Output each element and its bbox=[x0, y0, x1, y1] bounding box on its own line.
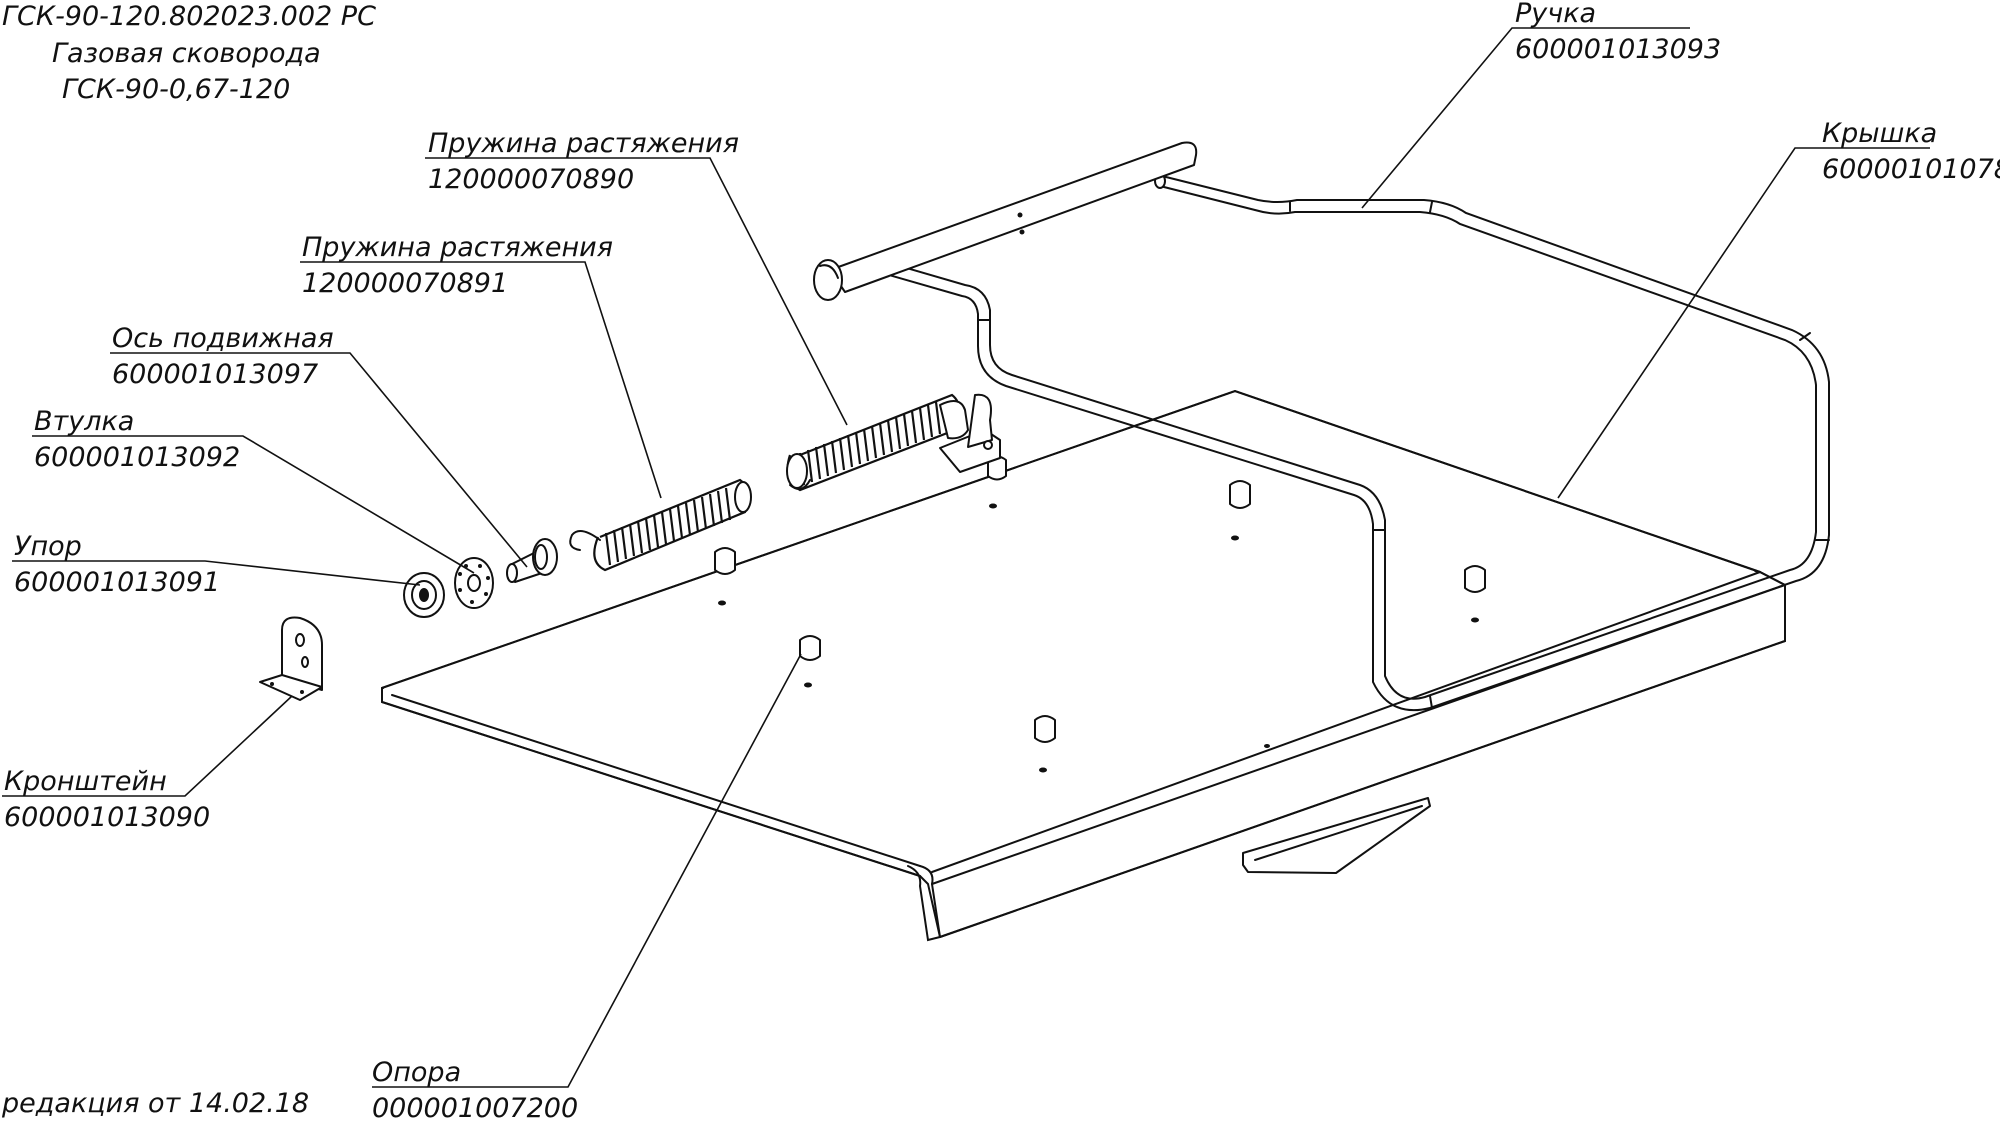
bracket-part bbox=[259, 616, 323, 701]
label-spring-2-code: 120000070891 bbox=[302, 268, 508, 299]
handle-part bbox=[813, 141, 1830, 712]
label-spring-1-code: 120000070890 bbox=[428, 164, 634, 195]
label-bushing: Втулка 600001013092 bbox=[34, 406, 240, 473]
label-kryshka-name: Крышка bbox=[1822, 118, 1937, 149]
label-axle: Ось подвижная 600001013097 bbox=[112, 323, 334, 390]
label-support-code: 000001007200 bbox=[372, 1093, 578, 1124]
label-axle-name: Ось подвижная bbox=[112, 323, 334, 354]
spring-2-part bbox=[569, 478, 752, 572]
product-model: ГСК-90-0,67-120 bbox=[62, 74, 290, 105]
stop-part bbox=[403, 572, 445, 618]
label-ruchka-name: Ручка bbox=[1515, 0, 1596, 29]
drawing-number: ГСК-90-120.802023.002 РС bbox=[2, 1, 376, 32]
label-support: Опора 000001007200 bbox=[372, 1057, 578, 1124]
revision-note: редакция от 14.02.18 bbox=[1, 1088, 309, 1119]
lid-part bbox=[381, 389, 1786, 942]
label-spring-2: Пружина растяжения 120000070891 bbox=[302, 232, 613, 299]
label-bracket: Кронштейн 600001013090 bbox=[4, 766, 210, 833]
label-ruchka: Ручка 600001013093 bbox=[1515, 0, 1721, 65]
label-kryshka-code: 600001010787 bbox=[1822, 154, 2000, 185]
label-spring-2-name: Пружина растяжения bbox=[302, 232, 613, 263]
label-stop-code: 600001013091 bbox=[14, 567, 220, 598]
label-bracket-name: Кронштейн bbox=[4, 766, 167, 797]
label-stop-name: Упор bbox=[14, 531, 82, 562]
label-bushing-name: Втулка bbox=[34, 406, 134, 437]
label-bushing-code: 600001013092 bbox=[34, 442, 240, 473]
label-support-name: Опора bbox=[372, 1057, 461, 1088]
label-stop: Упор 600001013091 bbox=[14, 531, 220, 598]
label-kryshka: Крышка 600001010787 bbox=[1822, 118, 2000, 185]
product-name: Газовая сковорода bbox=[52, 38, 321, 69]
label-axle-code: 600001013097 bbox=[112, 359, 318, 390]
axle-part bbox=[506, 538, 558, 583]
bushing-part bbox=[454, 557, 494, 609]
leader-lines bbox=[2, 27, 1930, 1088]
label-bracket-code: 600001013090 bbox=[4, 802, 210, 833]
spring-1-part bbox=[786, 393, 1001, 492]
label-spring-1: Пружина растяжения 120000070890 bbox=[428, 128, 739, 195]
label-spring-1-name: Пружина растяжения bbox=[428, 128, 739, 159]
label-ruchka-code: 600001013093 bbox=[1515, 34, 1721, 65]
